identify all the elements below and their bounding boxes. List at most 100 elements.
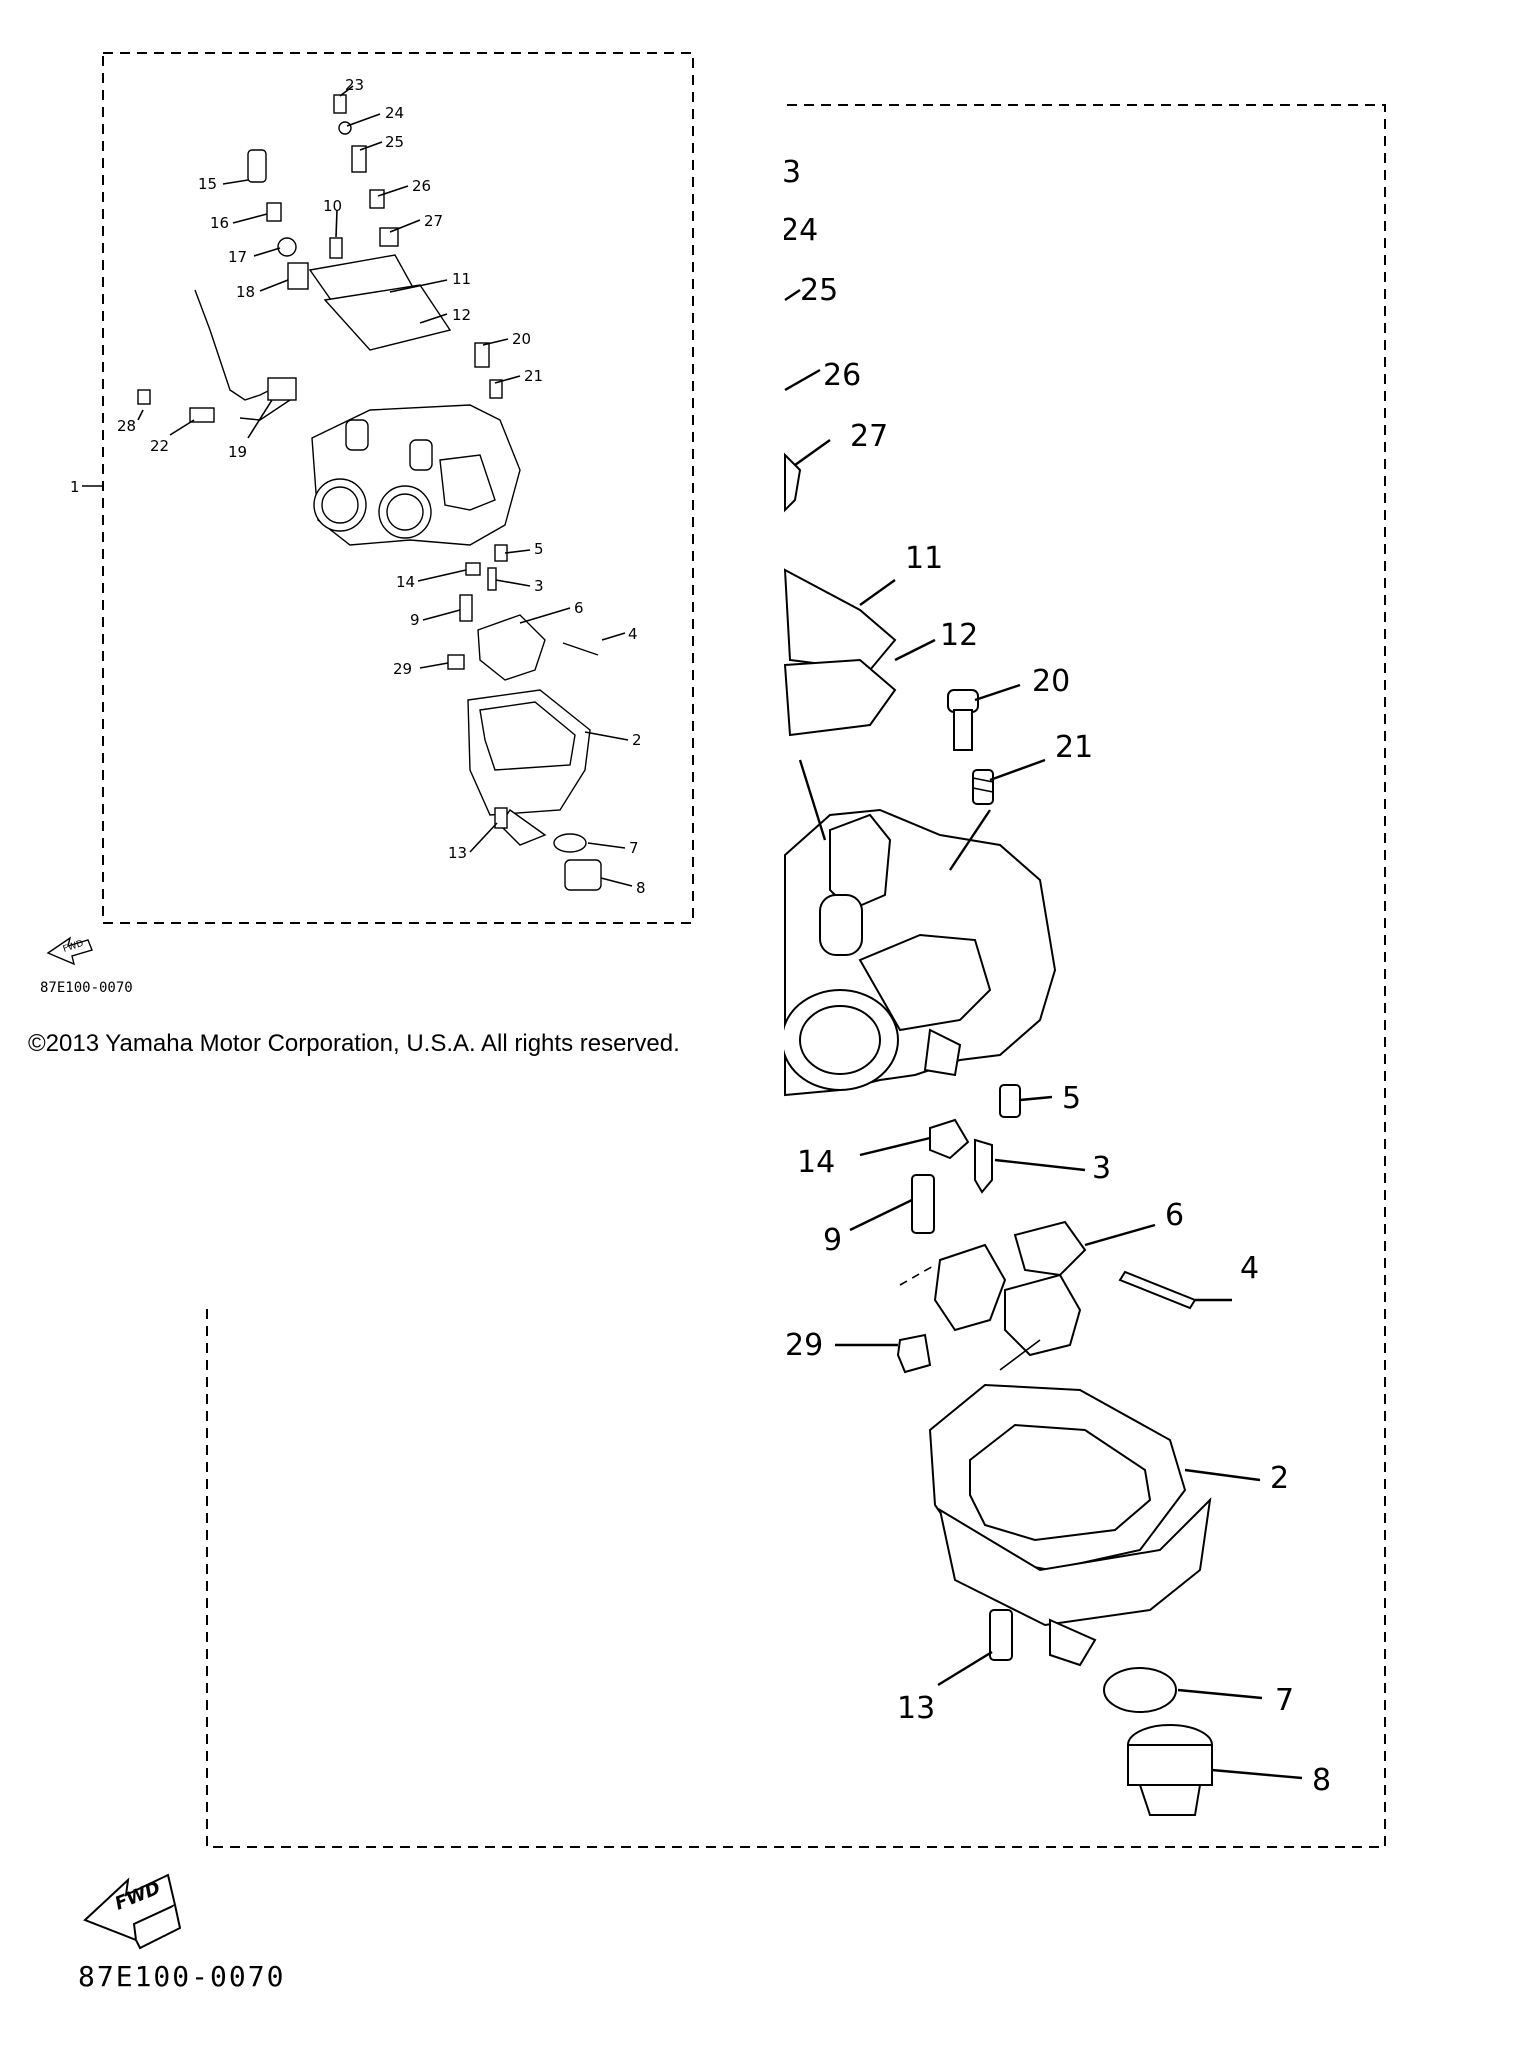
large-callout-26: 26 — [823, 358, 861, 393]
large-callout-23-partial: 3 — [782, 155, 801, 190]
large-callout-9: 9 — [823, 1223, 842, 1258]
screw-13-large — [989, 1609, 1013, 1661]
screw-5-large — [999, 1084, 1021, 1118]
large-callout-7: 7 — [1275, 1683, 1294, 1718]
large-leaders — [784, 289, 1303, 1780]
screw-20-large — [947, 689, 979, 751]
large-callout-25: 25 — [800, 273, 838, 308]
copyright-notice: ©2013 Yamaha Motor Corporation, U.S.A. A… — [28, 1030, 680, 1057]
large-view-frame — [206, 104, 1386, 1848]
small-callout-17: 17 — [228, 248, 247, 266]
carburetor-body-small — [311, 404, 521, 546]
small-callout-10: 10 — [323, 197, 342, 215]
seat-14-large — [929, 1118, 970, 1160]
cover-gasket-small — [323, 284, 452, 351]
small-callout-6: 6 — [574, 599, 584, 617]
float-large — [933, 1220, 1087, 1357]
small-callout-9: 9 — [410, 611, 420, 629]
small-callout-8: 8 — [636, 879, 646, 897]
float-pin-large — [1118, 1270, 1197, 1310]
small-callout-27: 27 — [424, 212, 443, 230]
jet-29-large — [896, 1333, 932, 1374]
float-small — [477, 614, 546, 681]
washer-17-small — [277, 237, 297, 257]
small-callout-26: 26 — [412, 177, 431, 195]
small-view-frame — [102, 52, 694, 924]
washer-24-small — [338, 121, 352, 135]
large-callout-29: 29 — [785, 1328, 823, 1363]
jet-9-large — [911, 1174, 935, 1234]
o-ring-small — [553, 833, 587, 853]
screw-28-small — [137, 389, 151, 405]
large-callout-6: 6 — [1165, 1198, 1184, 1233]
diagram-code-large: 87E100-0070 — [78, 1960, 286, 1993]
sensor-19-small — [267, 377, 297, 401]
large-callout-5: 5 — [1062, 1081, 1081, 1116]
large-callout-12: 12 — [940, 618, 978, 653]
cap-27-small — [379, 227, 399, 247]
small-callout-4: 4 — [628, 625, 638, 643]
spring-16-small — [266, 202, 282, 222]
small-callout-24: 24 — [385, 104, 404, 122]
spring-21-large — [972, 769, 994, 805]
large-callout-2: 2 — [1270, 1461, 1289, 1496]
large-callout-13: 13 — [897, 1691, 935, 1726]
small-callout-12: 12 — [452, 306, 471, 324]
small-callout-22: 22 — [150, 437, 169, 455]
spring-21-small — [489, 379, 503, 399]
screw-10-small — [329, 237, 343, 259]
small-callout-11: 11 — [452, 270, 471, 288]
small-callout-5: 5 — [534, 540, 544, 558]
large-view: 3 24 25 26 27 11 12 20 21 5 14 3 9 6 4 2… — [83, 104, 1386, 1950]
overlap-mask — [700, 120, 784, 1320]
screw-23-small — [333, 94, 347, 114]
small-callout-2: 2 — [632, 731, 642, 749]
large-callouts: 3 24 25 26 27 11 12 20 21 5 14 3 9 6 4 2… — [780, 155, 1331, 1798]
large-callout-20: 20 — [1032, 664, 1070, 699]
cover-large — [783, 568, 897, 672]
o-ring-large — [1103, 1667, 1177, 1713]
spring-18-small — [287, 262, 309, 290]
small-leaders — [137, 85, 633, 887]
jet-29-small — [447, 654, 465, 670]
needle-3-large — [974, 1138, 993, 1194]
fwd-arrow-large: FWD — [83, 1873, 182, 1950]
carburetor-body-large — [781, 759, 1057, 1097]
drain-plug-large — [1127, 1724, 1213, 1816]
large-callout-3: 3 — [1092, 1151, 1111, 1186]
large-callout-11: 11 — [905, 541, 943, 576]
small-callout-3: 3 — [534, 577, 544, 595]
small-callout-7: 7 — [629, 839, 639, 857]
bracket-22-small — [189, 407, 215, 423]
large-callout-8: 8 — [1312, 1763, 1331, 1798]
large-callout-4: 4 — [1240, 1251, 1259, 1286]
screw-25-small — [351, 145, 367, 173]
large-callout-21: 21 — [1055, 730, 1093, 765]
cover-gasket-large — [783, 658, 897, 737]
fwd-arrow-small: FWD — [46, 936, 93, 966]
small-callout-28: 28 — [117, 417, 136, 435]
screw-15-small — [247, 149, 267, 183]
small-callout-25: 25 — [385, 133, 404, 151]
small-callout-14: 14 — [396, 573, 415, 591]
small-callout-21: 21 — [524, 367, 543, 385]
assembly-label: 1 — [70, 478, 80, 496]
float-pin-small — [562, 642, 599, 656]
diagram-code-small: 87E100-0070 — [40, 980, 133, 996]
drain-plug-small — [564, 859, 602, 891]
small-callout-13: 13 — [448, 844, 467, 862]
seat-14-small — [465, 562, 481, 576]
float-bowl-large — [928, 1383, 1212, 1667]
jet-9-small — [459, 594, 473, 622]
small-callout-18: 18 — [236, 283, 255, 301]
small-callout-23: 23 — [345, 76, 364, 94]
small-callout-20: 20 — [512, 330, 531, 348]
screw-13-small — [494, 807, 508, 829]
small-callout-15: 15 — [198, 175, 217, 193]
spring-26-small — [369, 189, 385, 209]
screw-20-small — [474, 342, 490, 368]
large-callout-14: 14 — [797, 1145, 835, 1180]
small-callout-29: 29 — [393, 660, 412, 678]
small-callouts: 23 24 25 15 26 16 10 27 17 18 11 12 20 2… — [117, 76, 646, 897]
